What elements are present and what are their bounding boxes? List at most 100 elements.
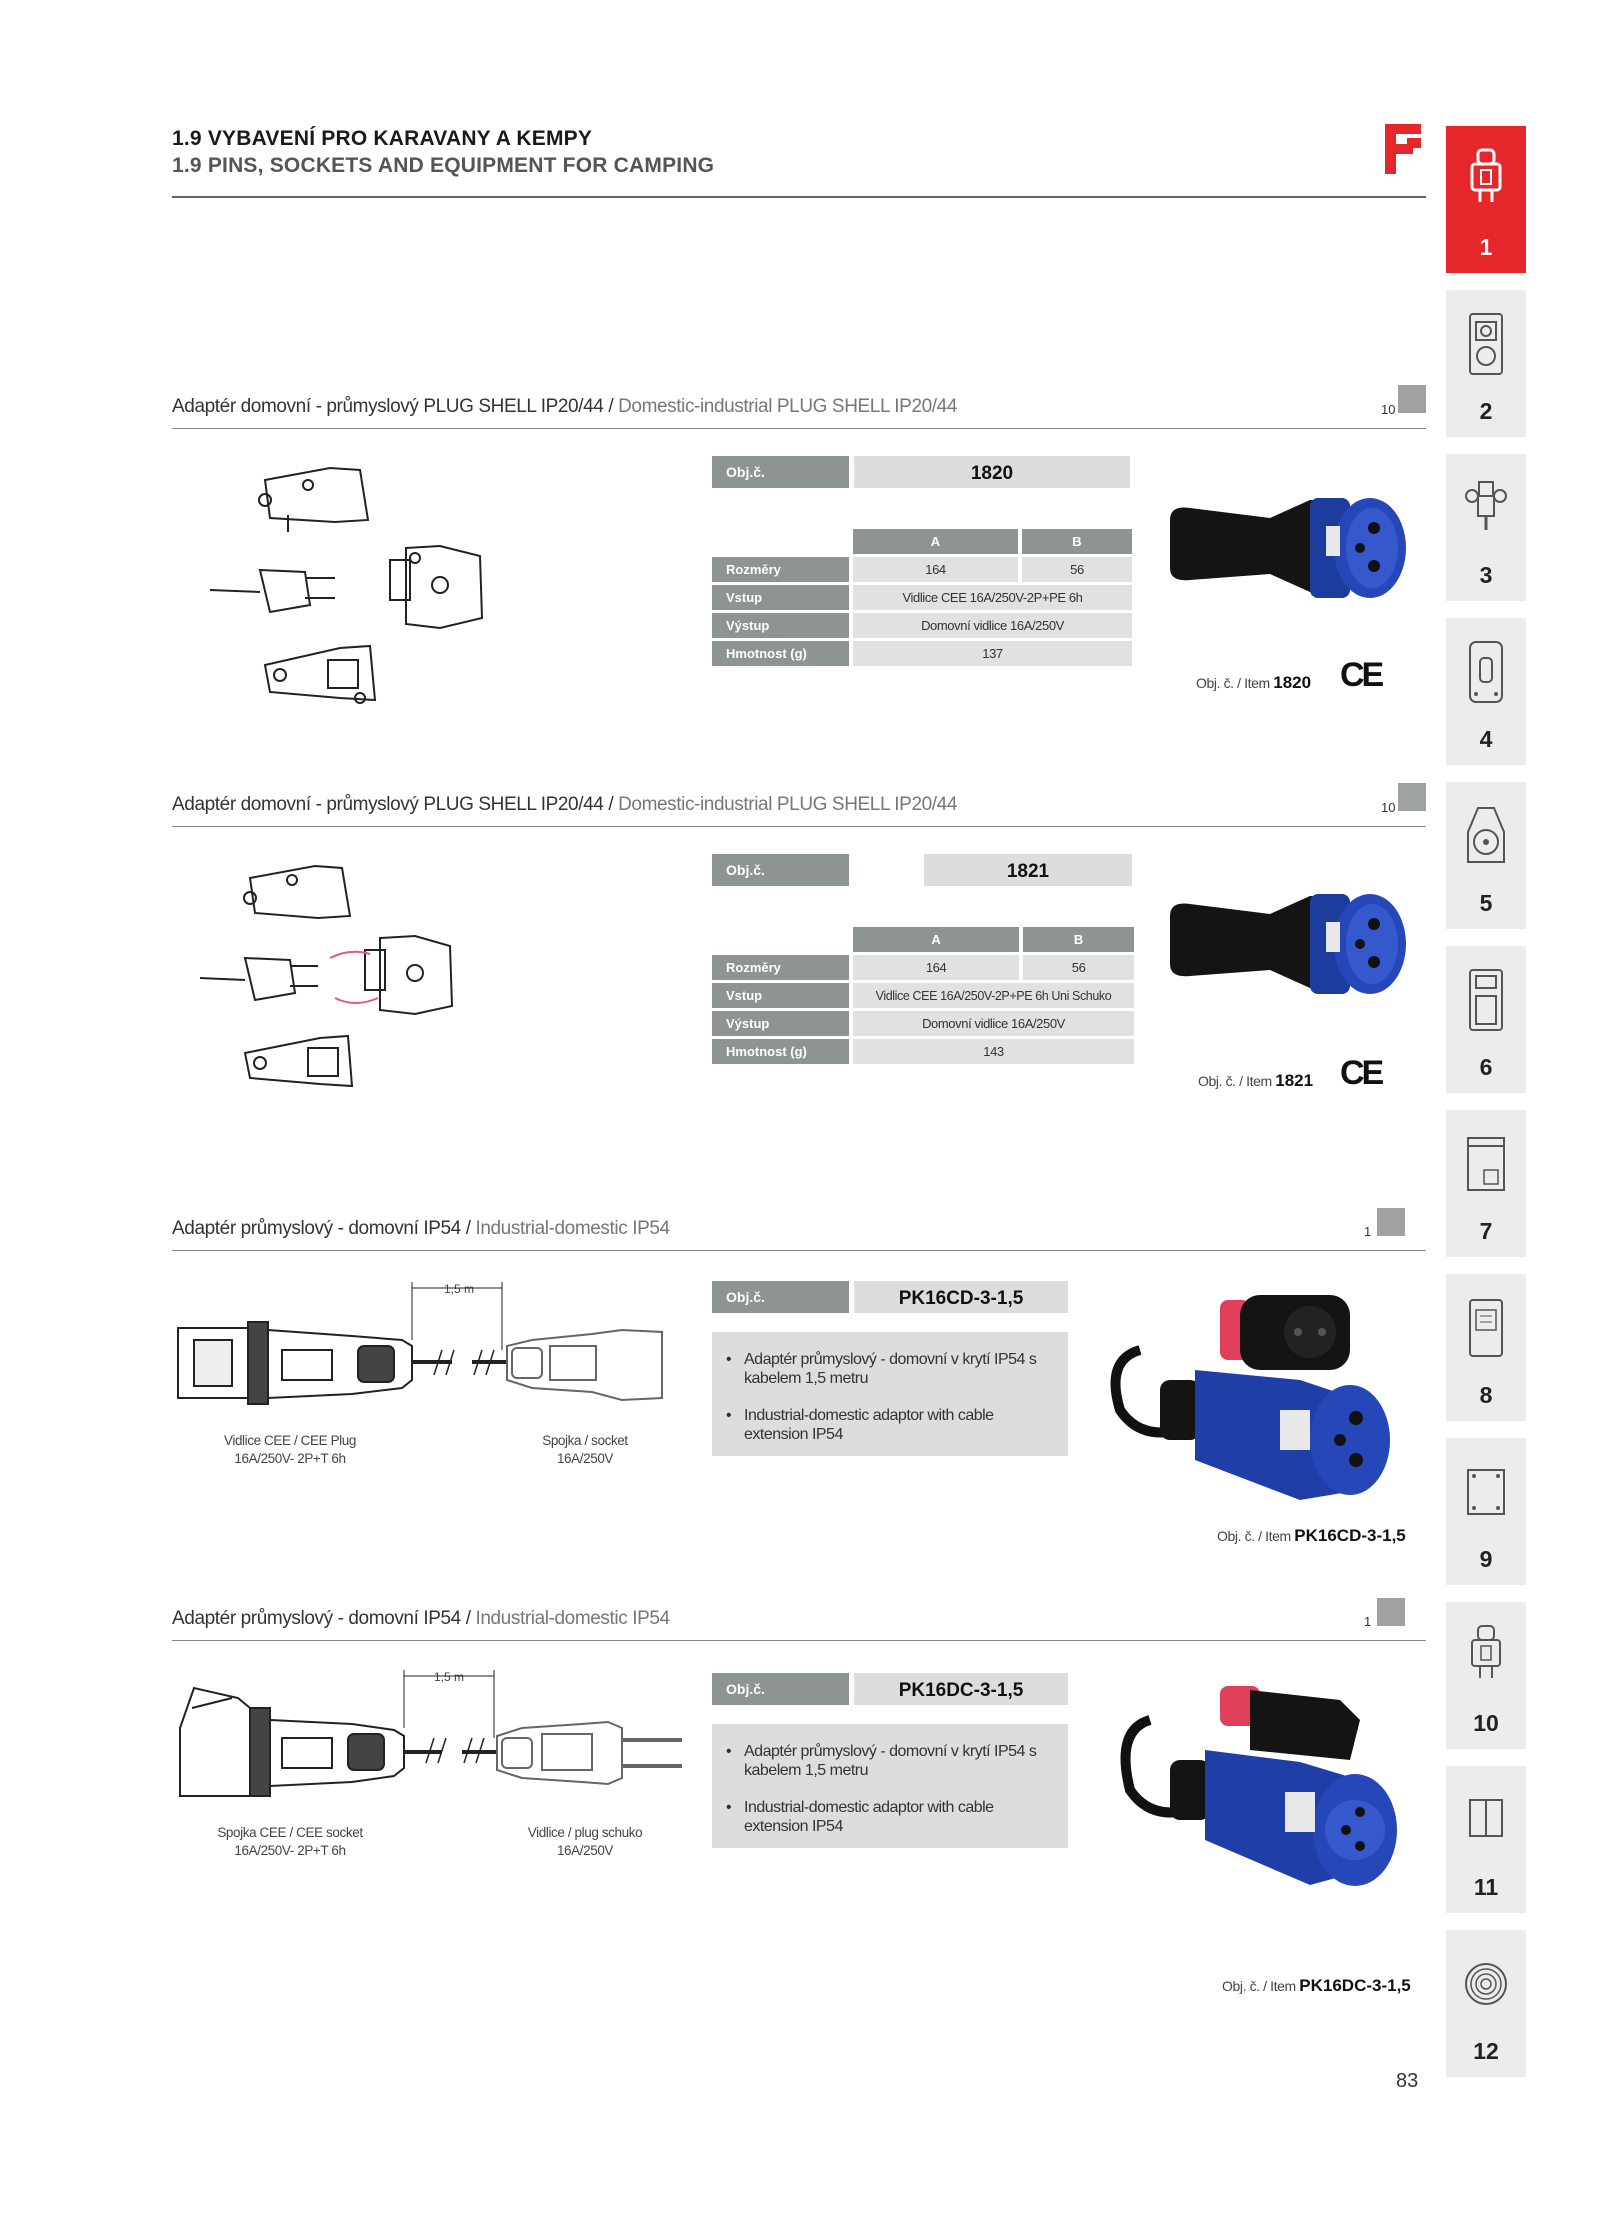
description-cz: •Adaptér průmyslový - domovní v krytí IP… <box>726 1742 1046 1780</box>
row-label: Rozměry <box>712 557 849 582</box>
package-qty: 10 <box>1381 800 1396 815</box>
product-photo-pk16cd <box>1110 1295 1390 1500</box>
description-cz: •Adaptér průmyslový - domovní v krytí IP… <box>726 1350 1046 1388</box>
item-caption: Obj. č. / Item PK16CD-3-1,5 <box>1217 1526 1406 1546</box>
product-photo-1821 <box>1170 894 1406 994</box>
tab-6[interactable]: 6 <box>1446 946 1526 1093</box>
item-caption-code: 1821 <box>1275 1071 1314 1090</box>
section-title: Adaptér domovní - průmyslový PLUG SHELL … <box>172 396 957 417</box>
ce-mark: CE <box>1340 656 1384 694</box>
tab-number: 2 <box>1479 398 1493 424</box>
item-code: 1820 <box>854 456 1130 488</box>
tab-1[interactable]: 1 <box>1446 126 1526 273</box>
section-title-en: Domestic-industrial PLUG SHELL IP20/44 <box>618 794 957 815</box>
item-code: PK16CD-3-1,5 <box>854 1281 1068 1313</box>
weight-value: 137 <box>853 641 1132 666</box>
description-en: •Industrial-domestic adaptor with cable … <box>726 1406 1046 1444</box>
cable-length: 1,5 m <box>434 1670 465 1684</box>
plug-icon <box>1470 148 1502 202</box>
tab-4[interactable]: 4 <box>1446 618 1526 765</box>
tab-number: 11 <box>1473 1874 1499 1900</box>
tab-number: 4 <box>1479 726 1493 752</box>
tab-number: 6 <box>1479 1054 1493 1080</box>
tab-11[interactable]: 11 <box>1446 1766 1526 1913</box>
col-a-header: A <box>853 529 1018 554</box>
tab-3[interactable]: 3 <box>1446 454 1526 601</box>
row-label: Vstup <box>712 585 849 610</box>
tab-2[interactable]: 2 <box>1446 290 1526 437</box>
caption-line: 16A/250V <box>556 1451 614 1466</box>
col-b-header: B <box>1021 529 1132 554</box>
page-title-cz: 1.9 VYBAVENÍ PRO KARAVANY A KEMPY <box>172 127 593 150</box>
section-title-en: Industrial-domestic IP54 <box>475 1608 670 1629</box>
socket-icon <box>1469 641 1503 703</box>
caption-line: Spojka / socket <box>542 1433 628 1448</box>
page-title-en: 1.9 PINS, SOCKETS AND EQUIPMENT FOR CAMP… <box>172 154 715 177</box>
tab-8[interactable]: 8 <box>1446 1274 1526 1421</box>
section-divider <box>172 428 1426 429</box>
item-caption-code: PK16CD-3-1,5 <box>1294 1526 1406 1545</box>
double-switch-icon <box>1469 1799 1503 1837</box>
package-qty: 1 <box>1364 1614 1372 1629</box>
section-divider <box>172 1640 1426 1641</box>
qty-square <box>1377 1208 1405 1236</box>
section-title-cz: Adaptér průmyslový - domovní IP54 <box>172 1218 461 1239</box>
item-prefix: Obj. č. / Item <box>1217 1528 1291 1544</box>
row-label: Rozměry <box>712 955 849 980</box>
item-caption-code: PK16DC-3-1,5 <box>1299 1976 1411 1995</box>
input-value: Vidlice CEE 16A/250V-2P+PE 6h Uni Schuko <box>853 983 1134 1008</box>
row-label: Výstup <box>712 613 849 638</box>
plug-icon <box>1471 1625 1501 1678</box>
product-photo-pk16dc <box>1120 1686 1397 1886</box>
description-box: •Adaptér průmyslový - domovní v krytí IP… <box>712 1724 1068 1848</box>
section-divider <box>172 826 1426 827</box>
item-prefix: Obj. č. / Item <box>1198 1073 1272 1089</box>
exploded-drawing-1820 <box>210 466 484 704</box>
section-title: Adaptér průmyslový - domovní IP54 / Indu… <box>172 1218 670 1239</box>
section-title-cz: Adaptér domovní - průmyslový PLUG SHELL … <box>172 794 604 815</box>
tab-7[interactable]: 7 <box>1446 1110 1526 1257</box>
tab-10[interactable]: 10 <box>1446 1602 1526 1749</box>
qty-square <box>1398 783 1426 811</box>
package-qty: 10 <box>1381 402 1396 417</box>
weight-value: 143 <box>853 1039 1134 1064</box>
page-number: 83 <box>1396 2070 1419 2092</box>
row-label: Vstup <box>712 983 849 1008</box>
ce-mark: CE <box>1340 1054 1384 1092</box>
product-photo-1820 <box>1170 498 1406 598</box>
section-title-en: Domestic-industrial PLUG SHELL IP20/44 <box>618 396 957 417</box>
output-value: Domovní vidlice 16A/250V <box>853 1011 1134 1036</box>
tab-number: 7 <box>1479 1218 1493 1244</box>
input-value: Vidlice CEE 16A/250V-2P+PE 6h <box>853 585 1132 610</box>
tab-5[interactable]: 5 <box>1446 782 1526 929</box>
description-text: Adaptér průmyslový - domovní v krytí IP5… <box>744 1351 1037 1387</box>
section-title-en: Industrial-domestic IP54 <box>475 1218 670 1239</box>
tab-number: 9 <box>1479 1546 1493 1572</box>
objc-label: Obj.č. <box>712 456 849 488</box>
brand-logo <box>1385 124 1421 174</box>
tab-9[interactable]: 9 <box>1446 1438 1526 1585</box>
header-divider <box>172 196 1426 198</box>
row-label: Výstup <box>712 1011 849 1036</box>
caption-line: Vidlice / plug schuko <box>527 1825 643 1840</box>
item-caption: Obj. č. / Item PK16DC-3-1,5 <box>1222 1976 1411 1996</box>
item-prefix: Obj. č. / Item <box>1196 675 1270 691</box>
tab-number: 10 <box>1473 1710 1499 1736</box>
tab-12[interactable]: 12 <box>1446 1930 1526 2077</box>
row-label: Hmotnost (g) <box>712 641 849 666</box>
caption-line: Spojka CEE / CEE socket <box>217 1825 363 1840</box>
objc-label: Obj.č. <box>712 854 849 886</box>
row-label: Hmotnost (g) <box>712 1039 849 1064</box>
tab-number: 1 <box>1479 234 1493 260</box>
item-code: PK16DC-3-1,5 <box>854 1673 1068 1705</box>
splitter-icon <box>1465 481 1507 530</box>
section-divider <box>172 1250 1426 1251</box>
tab-number: 12 <box>1473 2038 1499 2064</box>
item-code: 1821 <box>924 854 1132 886</box>
section-title-cz: Adaptér domovní - průmyslový PLUG SHELL … <box>172 396 604 417</box>
adapter-drawing-dc <box>179 1670 682 1797</box>
